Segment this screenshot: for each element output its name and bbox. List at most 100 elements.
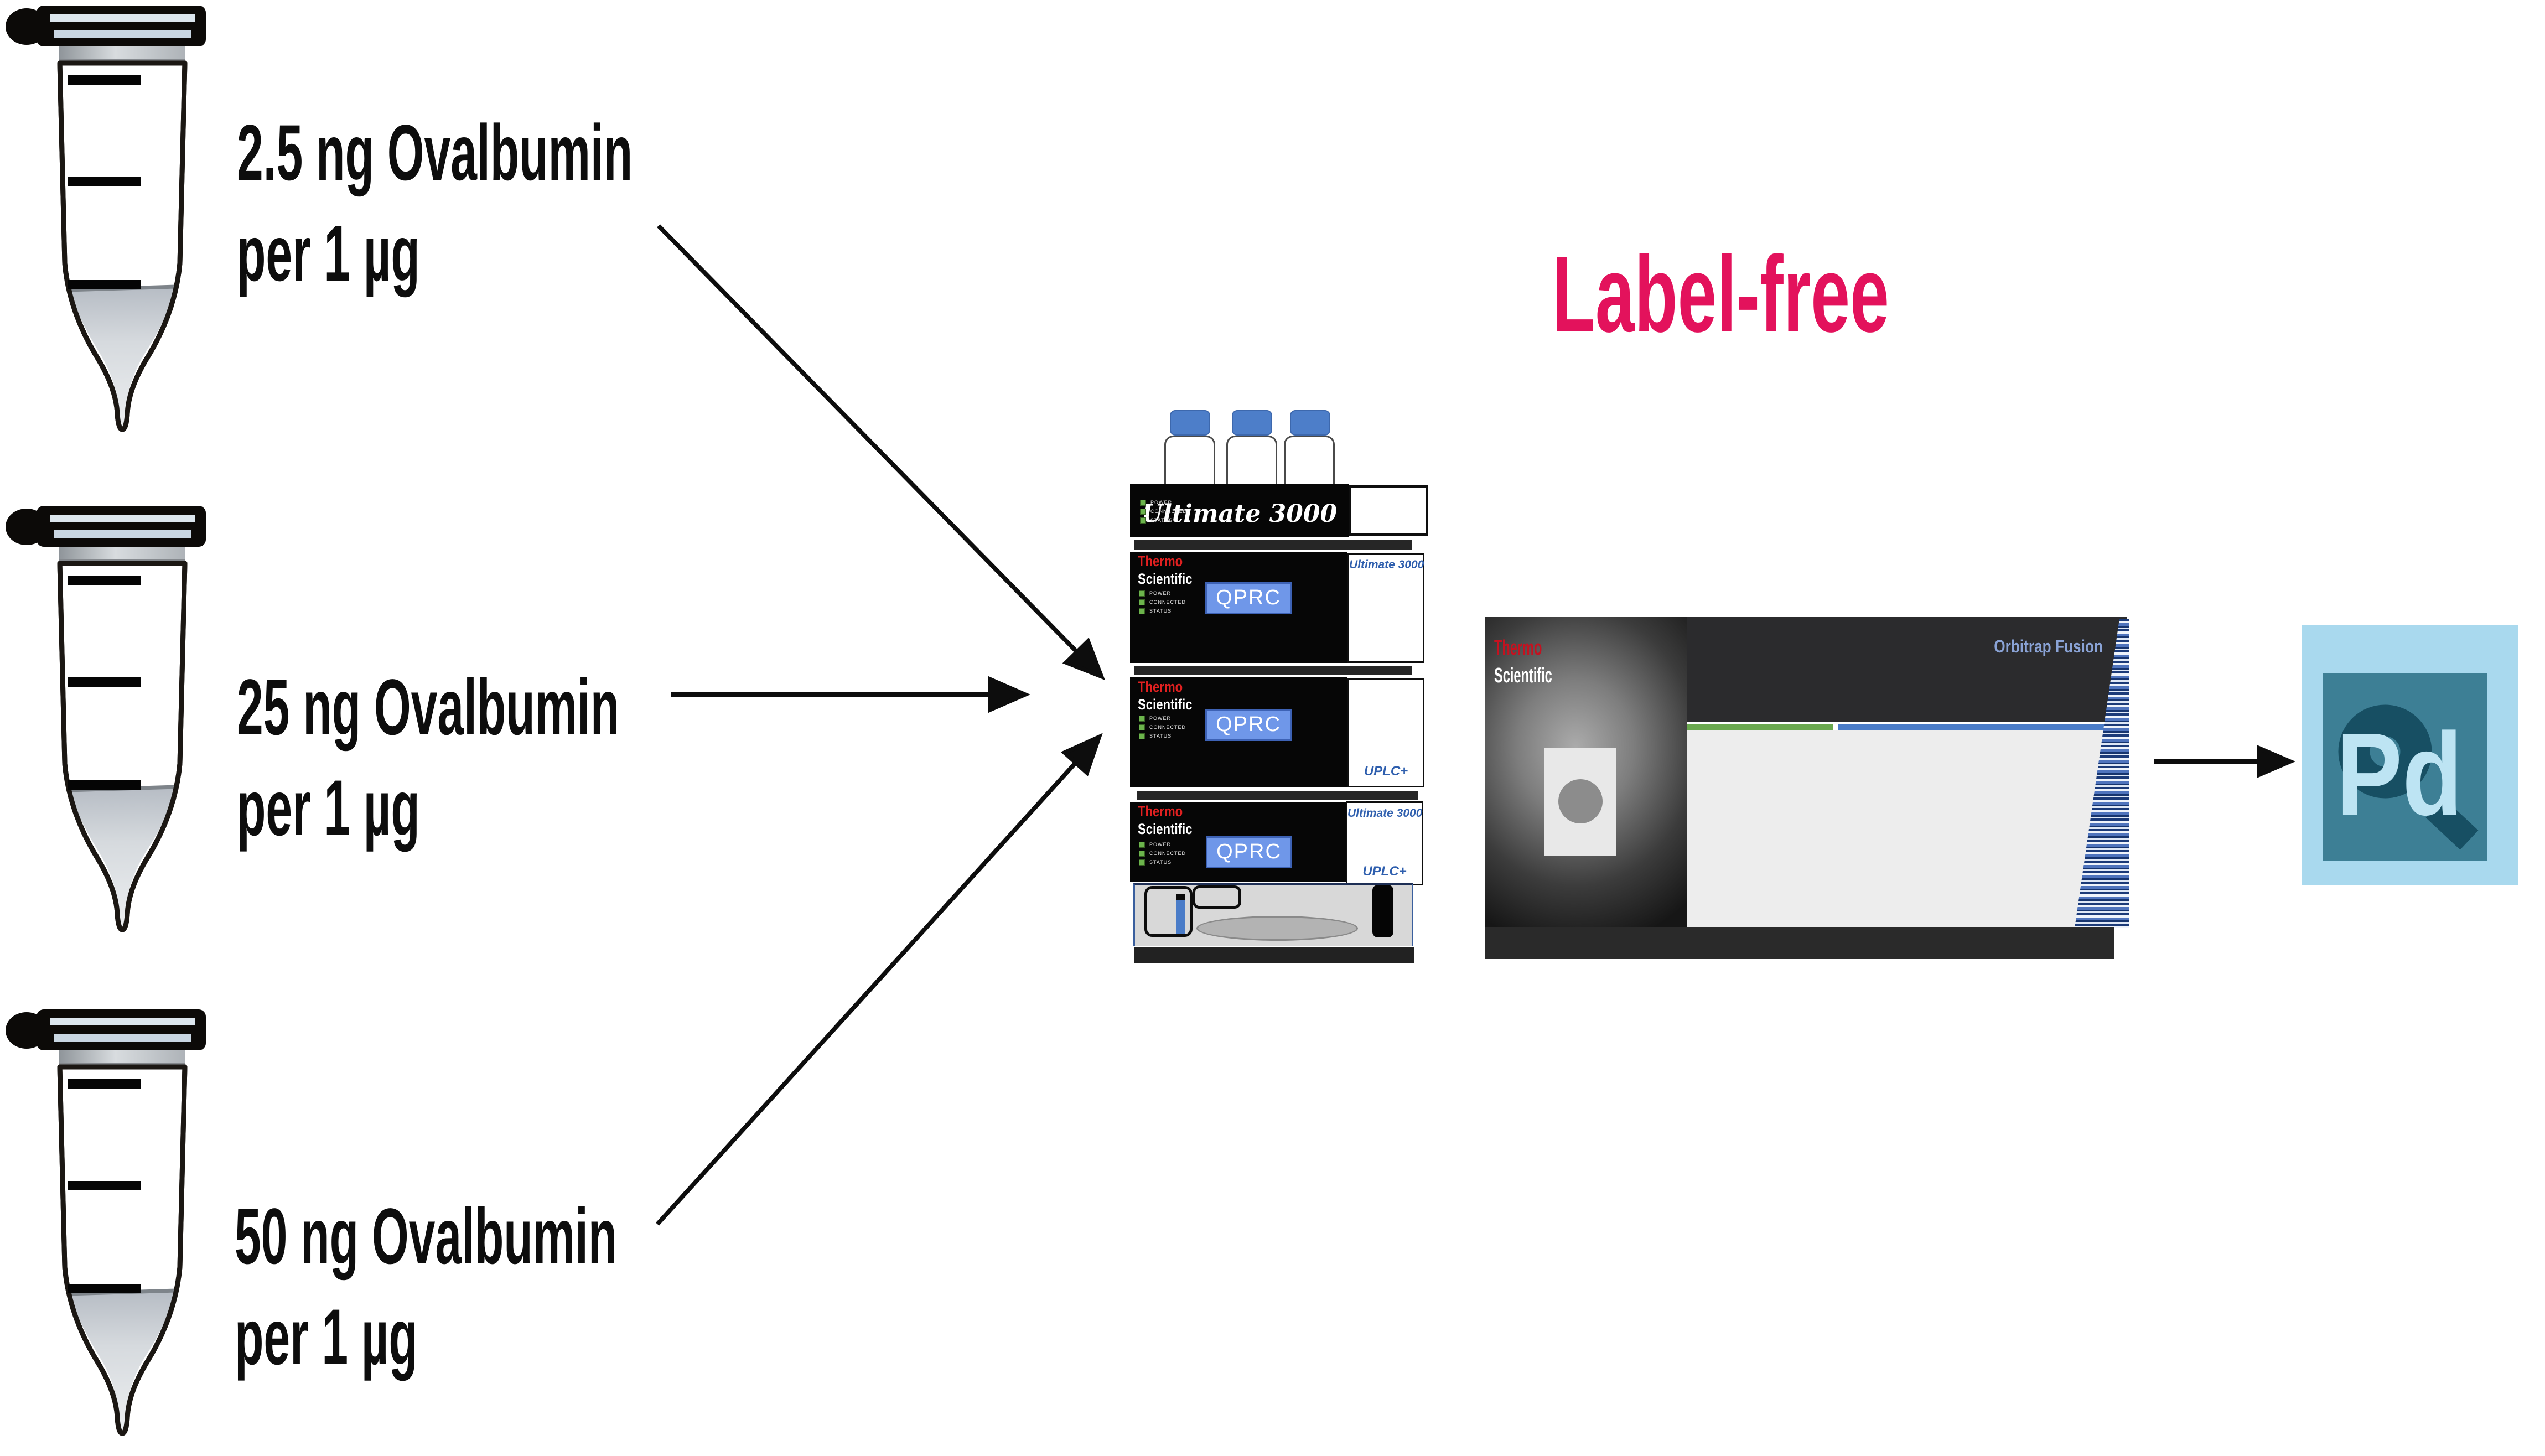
sample-vial-cap [1176, 894, 1185, 900]
drawer-handle [1372, 885, 1393, 937]
lc-brand: Thermo Scientific [1138, 678, 1192, 714]
method-label: Label-free [1552, 234, 1889, 355]
brand-scientific: Scientific [1138, 696, 1193, 713]
vial-slot [1144, 886, 1193, 937]
ms-green-strip [1687, 724, 1833, 730]
pd-icon-graphic: Pd [2323, 673, 2487, 861]
solvent-bottle-2 [1226, 436, 1277, 484]
sample-carousel [1196, 916, 1358, 941]
connected-led-label: CONNECTED [1149, 599, 1186, 605]
lc-brand: Thermo Scientific [1138, 553, 1192, 588]
solvent-bottle-cap-2 [1232, 410, 1272, 436]
lc-top-status-leds: POWER CONNECTED STATUS [1140, 498, 1187, 525]
brand-thermo: Thermo [1494, 636, 1542, 660]
sample-label-3: 50 ng Ovalbumin per 1 µg [235, 1186, 617, 1388]
ms-base [1485, 927, 2114, 959]
sample-vial [1176, 894, 1185, 934]
sample-2-amount: 25 ng Ovalbumin [237, 664, 620, 752]
sample-3-per: per 1 µg [235, 1293, 418, 1381]
panel-model-label: Ultimate 3000 [1347, 807, 1423, 820]
status-led-label: STATUS [1150, 517, 1173, 523]
connected-led [1140, 508, 1146, 515]
ms-top-bar [1687, 617, 2127, 722]
source-port-circle [1558, 779, 1603, 823]
solvent-bottle-cap-3 [1290, 410, 1330, 436]
lc-tray-drawer [1133, 883, 1413, 946]
connected-led-label: CONNECTED [1149, 724, 1186, 730]
power-led-label: POWER [1149, 716, 1172, 721]
qprc-valve-button: QPRC [1206, 836, 1292, 868]
qprc-valve-button: QPRC [1205, 582, 1292, 614]
pd-q-ring [2338, 704, 2432, 799]
ultimate-3000-script-logo: Ultimate 3000 [1141, 500, 1338, 528]
power-led-label: POWER [1149, 842, 1172, 847]
solvent-bottle-1 [1164, 436, 1215, 484]
brand-scientific: Scientific [1138, 570, 1193, 587]
lc-separator [1137, 791, 1418, 800]
connected-led [1139, 850, 1145, 857]
status-led-label: STATUS [1149, 733, 1172, 739]
lc-separator [1134, 666, 1412, 675]
ms-body [1687, 730, 2109, 927]
brand-thermo: Thermo [1138, 803, 1183, 820]
connected-led-label: CONNECTED [1149, 851, 1186, 856]
power-led [1139, 841, 1145, 848]
status-led [1140, 517, 1146, 524]
status-led [1139, 608, 1145, 614]
sample-label-1: 2.5 ng Ovalbumin per 1 µg [237, 103, 633, 304]
solvent-bottle-cap-1 [1170, 410, 1210, 436]
lc-autosampler-status-leds: POWER CONNECTED STATUS [1139, 714, 1186, 740]
arrow-sample3-head [1060, 733, 1103, 777]
ms-model-label: Orbitrap Fusion [1994, 636, 2103, 656]
sample-1-per: per 1 µg [237, 210, 420, 298]
ms-ion-source-panel: Thermo Scientific [1485, 617, 1687, 927]
lc-pump-side-panel: Ultimate 3000 [1347, 553, 1424, 663]
lc-oven-side-panel: Ultimate 3000 UPLC+ [1346, 801, 1423, 885]
ms-brand: Thermo Scientific [1494, 634, 1552, 690]
qprc-valve-button: QPRC [1205, 709, 1292, 741]
lc-autosampler-side-panel: UPLC+ [1347, 678, 1424, 787]
power-led [1140, 499, 1146, 506]
sample-2-per: per 1 µg [237, 764, 420, 852]
panel-series-label: UPLC+ [1364, 764, 1408, 779]
brand-scientific: Scientific [1138, 820, 1193, 837]
sample-1-amount: 2.5 ng Ovalbumin [237, 109, 633, 197]
brand-thermo: Thermo [1138, 553, 1183, 569]
lc-base [1134, 947, 1414, 963]
arrow-sample1-head [1062, 637, 1105, 681]
pd-software-icon: Pd [2302, 625, 2518, 885]
brand-scientific: Scientific [1494, 664, 1552, 688]
status-led-label: STATUS [1149, 608, 1172, 614]
solvent-bottle-3 [1284, 436, 1335, 484]
lc-pump-status-leds: POWER CONNECTED STATUS [1139, 589, 1186, 615]
status-led [1139, 859, 1145, 866]
connected-led [1139, 724, 1145, 730]
lc-separator [1134, 540, 1412, 550]
lc-module-top [1130, 484, 1349, 537]
connected-led-label: CONNECTED [1150, 509, 1188, 514]
arrow-ms-to-software-head [2257, 744, 2296, 779]
arrow-sample1-line [657, 224, 1079, 654]
lc-module-top-side-panel [1349, 485, 1428, 536]
sample-3-amount: 50 ng Ovalbumin [235, 1193, 618, 1281]
lc-oven-status-leds: POWER CONNECTED STATUS [1139, 840, 1186, 867]
power-led [1139, 590, 1145, 597]
status-led-label: STATUS [1149, 859, 1172, 865]
status-led [1139, 733, 1145, 739]
brand-thermo: Thermo [1138, 678, 1183, 695]
pd-q-tail [2425, 798, 2479, 850]
panel-series-label: UPLC+ [1362, 864, 1407, 879]
sample-label-2: 25 ng Ovalbumin per 1 µg [237, 657, 619, 859]
power-led-label: POWER [1149, 590, 1172, 596]
lc-brand: Thermo Scientific [1138, 803, 1192, 838]
ms-blue-strip [1838, 724, 2111, 730]
power-led [1139, 715, 1145, 722]
pd-letters: Pd [2336, 708, 2463, 840]
panel-model-label: Ultimate 3000 [1349, 558, 1424, 571]
power-led-label: POWER [1150, 500, 1173, 505]
arrow-sample3-line [656, 761, 1077, 1226]
arrow-sample2-head [988, 676, 1031, 713]
tray-slot [1193, 885, 1241, 909]
